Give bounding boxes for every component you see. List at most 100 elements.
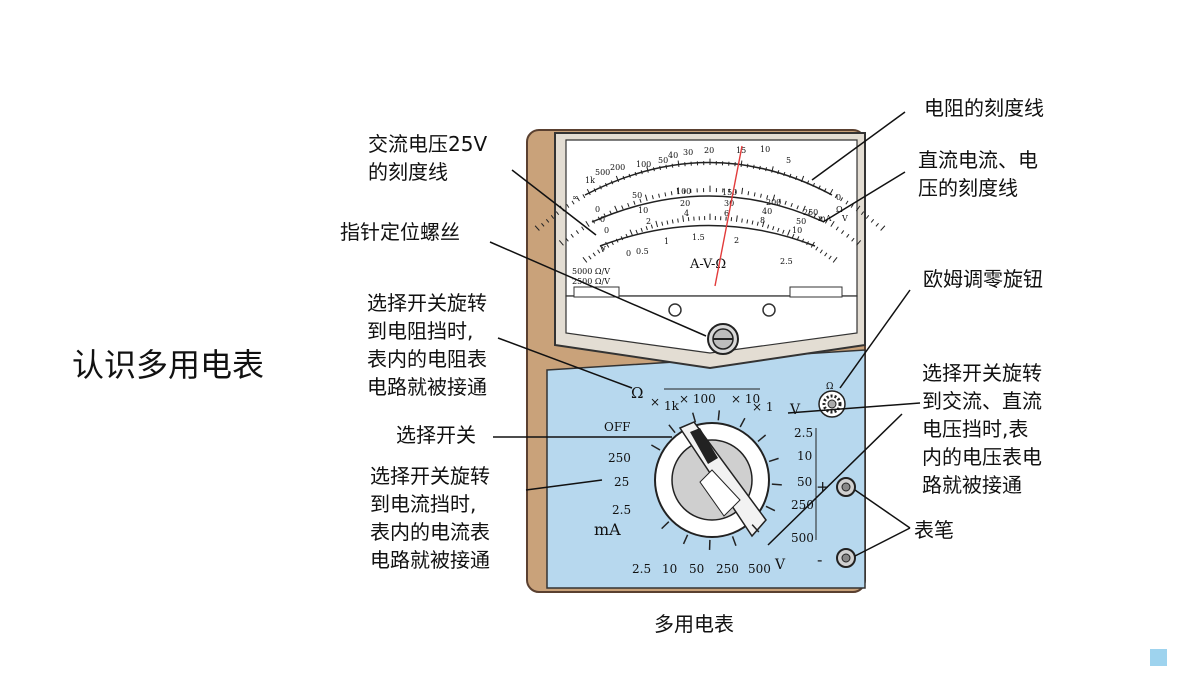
- scale-tick: [601, 246, 605, 251]
- probe-jack-negative-hole: [841, 553, 851, 563]
- dca-150: 150: [722, 188, 737, 197]
- scale-tick: [588, 255, 592, 260]
- dcb-40: 40: [762, 207, 772, 216]
- scale-tick: [550, 215, 555, 219]
- ohm-5-label: 5: [786, 156, 791, 165]
- ac-0: 0: [626, 249, 631, 258]
- scale-tick: [671, 219, 674, 224]
- scale-tick: [628, 173, 631, 178]
- acv-unit: V: [774, 557, 786, 573]
- scale-tick: [629, 229, 633, 236]
- scale-end-ohm: Ω: [836, 205, 843, 214]
- face-slot-right: [789, 286, 843, 298]
- scale-end-v: V: [841, 214, 848, 223]
- scale-tick: [627, 202, 630, 208]
- label-current-range-line2: 到电流挡时,: [370, 492, 477, 516]
- scale-tick: [824, 219, 828, 224]
- scale-tick: [746, 163, 749, 168]
- scale-ticks: [534, 158, 886, 263]
- ma-250: 250: [608, 451, 631, 465]
- scale-tick: [741, 218, 743, 223]
- ohm-20-label: 20: [704, 146, 714, 155]
- scale-tick: [777, 170, 780, 175]
- ohm-mult-10: × 10: [731, 392, 760, 406]
- scale-tick: [795, 175, 798, 180]
- scale-tick: [646, 166, 649, 173]
- scale-tick: [566, 203, 570, 208]
- ohm-50-label: 50: [658, 156, 668, 165]
- label-ac-scale: 交流电压25V 的刻度线: [368, 130, 487, 186]
- label-voltage-range: 选择开关旋转 到交流、直流 电压挡时,表 内的电压表电 路就被接通: [922, 359, 1042, 499]
- scale-tick: [772, 226, 775, 231]
- meter-name: A-V-Ω: [689, 257, 726, 272]
- label-resistance-scale: 电阻的刻度线: [924, 94, 1044, 122]
- scale-tick: [832, 257, 838, 263]
- scale-tick: [592, 219, 596, 224]
- dial-times: ×: [650, 395, 660, 409]
- scale-tick: [611, 241, 614, 246]
- leader-current-range: [525, 479, 603, 491]
- label-current-range: 选择开关旋转 到电流挡时, 表内的电流表 电路就被接通: [370, 462, 490, 574]
- leader-ohm-zero-knob: [839, 289, 911, 389]
- ma-2-5: 2.5: [612, 503, 631, 517]
- scale-tick: [665, 164, 668, 169]
- scale-tick: [875, 223, 879, 227]
- ac-1-5: 1.5: [692, 233, 705, 242]
- face-ac-symbol: V: [599, 245, 606, 254]
- scale-tick: [565, 237, 569, 242]
- scale-tick: [610, 180, 614, 185]
- scale-tick: [791, 233, 795, 238]
- leader-dc-scale: [822, 171, 906, 223]
- dial-tick: [765, 505, 776, 512]
- dial-tick: [651, 444, 661, 451]
- scale-tick: [677, 218, 679, 223]
- ma-25: 25: [614, 475, 629, 489]
- label-ohm-range-line1: 选择开关旋转: [367, 291, 487, 315]
- scale-tick: [815, 246, 819, 251]
- leader-probe-positive: [854, 489, 911, 529]
- scale-tick: [658, 193, 660, 198]
- acv-500: 500: [748, 562, 771, 576]
- scale-tick: [818, 185, 821, 190]
- leader-zero-screw: [489, 241, 707, 337]
- scale-tick: [593, 188, 597, 193]
- scale-tick: [840, 197, 844, 202]
- scale-tick: [761, 220, 765, 228]
- ohm-200-label: 200: [610, 163, 625, 172]
- scale-tick: [635, 229, 638, 234]
- scale-tick: [666, 220, 669, 225]
- scale-tick: [661, 221, 664, 226]
- scale-tick: [772, 194, 776, 201]
- corner-accent: [1150, 649, 1167, 666]
- scale-tick: [753, 192, 756, 197]
- dcv-250: 250: [791, 498, 814, 512]
- scale-tick: [870, 218, 875, 223]
- label-ac-scale-line2: 的刻度线: [368, 160, 448, 184]
- ac-0-5: 0.5: [636, 247, 649, 256]
- label-ohm-range: 选择开关旋转 到电阻挡时, 表内的电阻表 电路就被接通: [367, 289, 487, 401]
- dcv-50: 50: [797, 475, 812, 489]
- scale-tick: [582, 194, 586, 199]
- dial-tick: [661, 521, 670, 530]
- scale-tick: [850, 203, 854, 208]
- ohm-30-label: 30: [683, 148, 693, 157]
- leader-probe-negative: [854, 527, 911, 557]
- scale-tick: [777, 227, 780, 232]
- scale-tick: [819, 216, 823, 221]
- ac-2: 2: [734, 236, 739, 245]
- ohm-40-label: 40: [668, 151, 678, 160]
- dcc-6: 6: [724, 209, 729, 218]
- scale-tick: [639, 198, 642, 203]
- dcc-10: 10: [792, 226, 802, 235]
- scale-tick: [605, 182, 608, 187]
- scale-tick: [790, 202, 793, 208]
- dca-200: 200: [766, 198, 781, 207]
- dcb-20: 20: [680, 199, 690, 208]
- label-dc-scale-line2: 压的刻度线: [918, 176, 1018, 200]
- scale-tick: [621, 205, 624, 210]
- scale-tick: [576, 197, 580, 202]
- label-ohm-range-line2: 到电阻挡时,: [367, 319, 474, 343]
- figure-caption: 多用电表: [654, 612, 734, 636]
- ohm-zero-knob-grip: [822, 394, 842, 414]
